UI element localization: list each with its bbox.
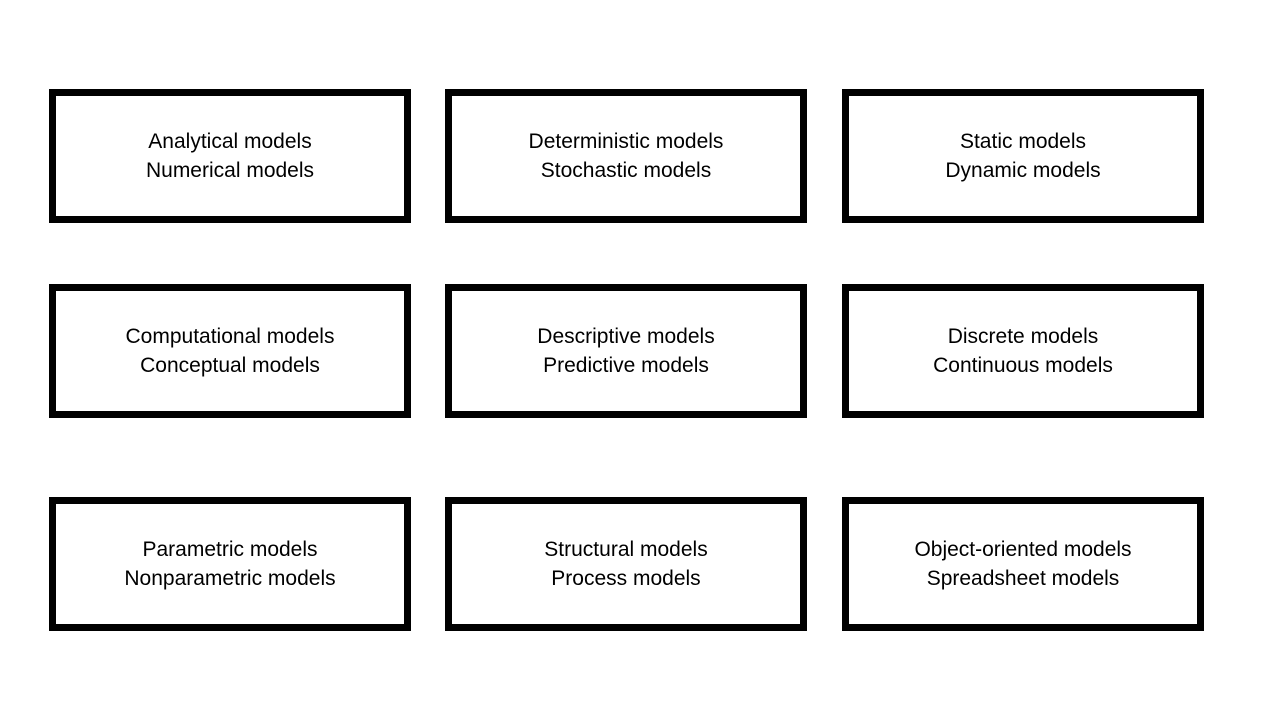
model-box-object-oriented-spreadsheet: Object-oriented models Spreadsheet model… [842, 497, 1204, 631]
box-line-1: Structural models [544, 538, 708, 561]
box-line-2: Nonparametric models [124, 567, 336, 590]
model-box-deterministic-stochastic: Deterministic models Stochastic models [445, 89, 807, 223]
box-line-2: Continuous models [933, 354, 1113, 377]
model-box-computational-conceptual: Computational models Conceptual models [49, 284, 411, 418]
box-line-2: Conceptual models [140, 354, 320, 377]
model-box-discrete-continuous: Discrete models Continuous models [842, 284, 1204, 418]
box-line-1: Descriptive models [537, 325, 715, 348]
box-line-2: Spreadsheet models [926, 567, 1120, 590]
box-line-1: Parametric models [142, 538, 318, 561]
box-line-1: Analytical models [148, 130, 312, 153]
model-box-analytical-numerical: Analytical models Numerical models [49, 89, 411, 223]
box-line-2: Dynamic models [945, 159, 1101, 182]
box-line-2: Predictive models [543, 354, 709, 377]
model-box-structural-process: Structural models Process models [445, 497, 807, 631]
box-line-1: Deterministic models [528, 130, 724, 153]
box-line-2: Numerical models [145, 159, 315, 182]
box-line-1: Object-oriented models [914, 538, 1132, 561]
model-box-descriptive-predictive: Descriptive models Predictive models [445, 284, 807, 418]
box-line-1: Computational models [125, 325, 335, 348]
box-line-1: Static models [959, 130, 1087, 153]
box-line-2: Stochastic models [540, 159, 712, 182]
model-box-static-dynamic: Static models Dynamic models [842, 89, 1204, 223]
model-box-parametric-nonparametric: Parametric models Nonparametric models [49, 497, 411, 631]
box-line-2: Process models [551, 567, 701, 590]
box-line-1: Discrete models [947, 325, 1099, 348]
